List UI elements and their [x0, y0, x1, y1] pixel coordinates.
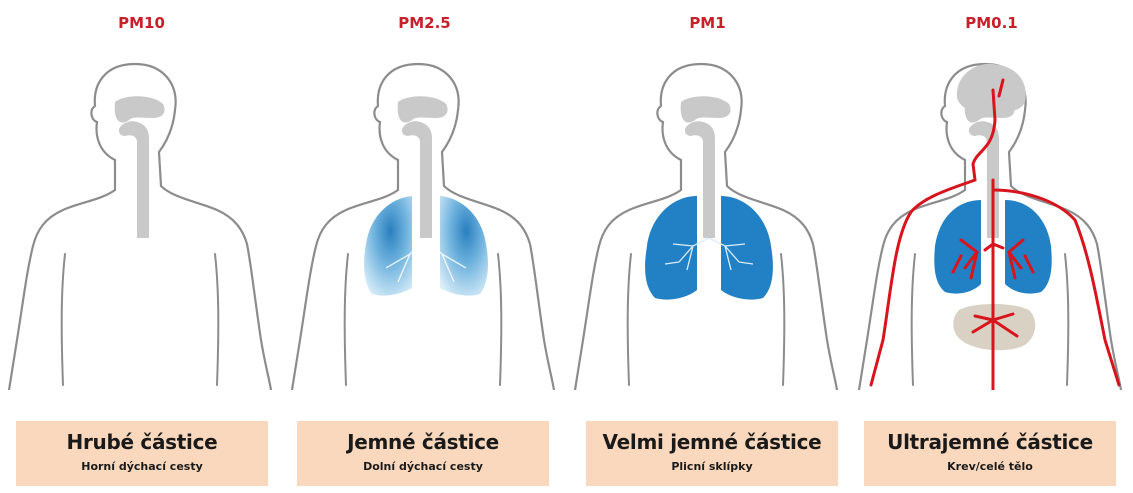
caption-box: Ultrajemné částice Krev/celé tělo [864, 421, 1116, 486]
caption-box: Velmi jemné částice Plicní sklípky [586, 421, 838, 486]
deposition-site-label: Plicní sklípky [586, 460, 838, 473]
particle-class-label: Jemné částice [297, 430, 549, 454]
deposition-site-label: Dolní dýchací cesty [297, 460, 549, 473]
panel-pm10: PM10 Hrubé částice Horní dýchací cesty [0, 0, 283, 493]
body-illustration-upper-airways [3, 40, 279, 390]
deposition-site-label: Horní dýchací cesty [16, 460, 268, 473]
particle-class-label: Hrubé částice [16, 430, 268, 454]
body-illustration-alveoli [569, 40, 845, 390]
right-lung-icon [440, 196, 488, 296]
panel-pm1: PM1 Velmi jemné částice Plicní sklípky [566, 0, 849, 493]
particle-class-label: Ultrajemné částice [864, 430, 1116, 454]
right-lung-icon [1005, 200, 1052, 294]
caption-box: Jemné částice Dolní dýchací cesty [297, 421, 549, 486]
left-lung-icon [364, 196, 412, 296]
left-lung-icon [934, 200, 981, 294]
particle-class-label: Velmi jemné částice [586, 430, 838, 454]
caption-box: Hrubé částice Horní dýchací cesty [16, 421, 268, 486]
right-lung-icon [721, 196, 773, 300]
particle-size-title: PM0.1 [850, 14, 1133, 32]
particle-size-title: PM10 [0, 14, 283, 32]
left-lung-icon [645, 196, 697, 300]
particle-size-title: PM2.5 [283, 14, 566, 32]
body-illustration-lower-airways [286, 40, 562, 390]
panel-pm0-1: PM0.1 Ultrajemné částice Krev/celé tělo [850, 0, 1133, 493]
particle-size-title: PM1 [566, 14, 849, 32]
deposition-site-label: Krev/celé tělo [864, 460, 1116, 473]
panel-pm2-5: PM2.5 Jemné částice Dolní dýchací cesty [283, 0, 566, 493]
body-illustration-bloodstream [853, 40, 1129, 390]
